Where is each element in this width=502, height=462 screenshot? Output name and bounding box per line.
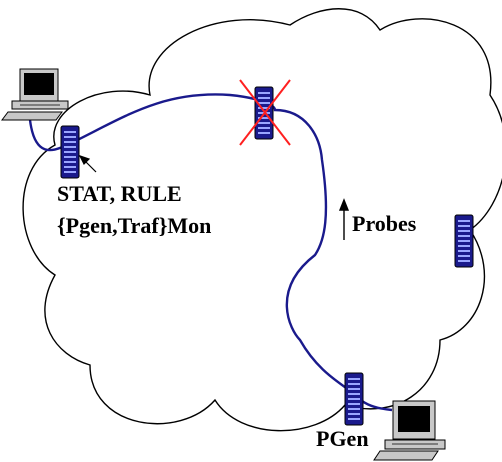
- probes-arrow: [338, 198, 350, 240]
- monitor-router-icon: [60, 125, 80, 179]
- network-path: [28, 93, 393, 412]
- pgen-computer-icon: [373, 400, 446, 461]
- pgen-router-icon: [344, 372, 364, 426]
- monitor-pointer-arrow: [78, 154, 97, 173]
- red-x-icon: [239, 79, 291, 146]
- monitor-roles-label: STAT, RULE: [57, 181, 182, 206]
- pgen-label: PGen: [316, 426, 369, 451]
- computer-icon: [1, 68, 69, 121]
- failed-router: [239, 79, 291, 146]
- monitor-types-label: {Pgen,Traf}Mon: [57, 213, 212, 238]
- probes-label: Probes: [352, 211, 417, 236]
- network-cloud: [22, 8, 502, 432]
- right-router-icon: [454, 214, 474, 268]
